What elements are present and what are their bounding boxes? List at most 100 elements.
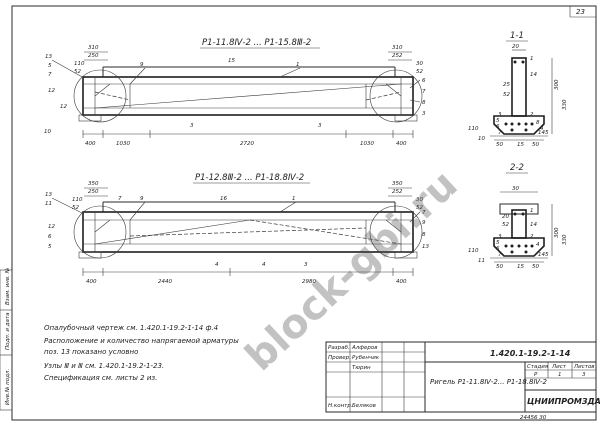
sec2-label: 4 (536, 242, 540, 248)
sec1-label: 110 (468, 126, 479, 132)
stamp-label-3: Инв.№ подл. (5, 369, 11, 405)
detail-circle-right-bottom (369, 205, 423, 259)
sec2-label: 110 (468, 248, 479, 254)
stamp-label-2: Подп. и дата (5, 312, 11, 350)
callout: 1 (296, 62, 300, 68)
sec1-label: 6 (496, 124, 500, 130)
sec2-label: 6 (496, 246, 500, 252)
beam-elevation-bottom: Р1-12.8Ⅲ-2 ... Р1-18.8Ⅳ-2 350 250 110 52… (45, 173, 429, 285)
callout: 3 (190, 123, 194, 129)
detail-circle-left-bottom (73, 205, 127, 259)
callout: 3 (422, 111, 426, 117)
dim-top-left-1: 310 (88, 45, 99, 51)
sec1-label: 3 (498, 112, 502, 118)
sec1-label: 15 (517, 142, 524, 148)
callout: 1 (292, 196, 296, 202)
dim-bottom: 1030 (116, 141, 130, 147)
callout: 5 (48, 63, 52, 69)
dim-top-right-2: 252 (392, 53, 403, 59)
sec1-label: 7 (498, 130, 502, 136)
sec2-label: 50 (496, 264, 503, 270)
sec1-label: 300 (554, 79, 560, 90)
callout: 13 (45, 192, 52, 198)
callout: 3 (318, 123, 322, 129)
sec2-label: 11 (478, 258, 485, 264)
callout: 3 (304, 262, 308, 268)
callout: 9 (140, 196, 144, 202)
dim-bottom: 400 (396, 279, 407, 285)
sec2-label: 20 (502, 214, 509, 220)
callout: 12 (48, 224, 55, 230)
dim-top-left-2: 250 (88, 53, 99, 59)
callout: 16 (220, 196, 227, 202)
dim-bot-left-2: 250 (88, 189, 99, 195)
section-1-title: 1-1 (510, 31, 524, 41)
dim-bottom: 1030 (360, 141, 374, 147)
sig-name: Тюрин (352, 365, 371, 371)
section-2-title: 2-2 (510, 163, 524, 173)
document-name: Ригель Р1-11.8Ⅳ-2... Р1-18.8Ⅳ-2 (430, 378, 547, 386)
sec2-label: 15 (517, 264, 524, 270)
sig-name: Беляков (352, 403, 376, 409)
sec2-label: 330 (562, 234, 568, 245)
sec2-label: 2 (530, 234, 534, 240)
sec1-label: 5 (496, 118, 500, 124)
view-bottom-title: Р1-12.8Ⅲ-2 ... Р1-18.8Ⅳ-2 (195, 173, 304, 183)
sec1-label: 2 (530, 112, 534, 118)
callout: 10 (44, 129, 51, 135)
dim-bot-right-4: 52 (416, 205, 423, 211)
dim-bottom: 400 (396, 141, 407, 147)
dim-bottom: 400 (86, 279, 97, 285)
dim-bot-right-3: 30 (416, 197, 423, 203)
document-code: 1.420.1-19.2-1-14 (490, 349, 571, 358)
sec1-label: 14 (530, 72, 537, 78)
sec1-label: 52 (503, 92, 510, 98)
note-line-1: Опалубочный чертеж см. 1.420.1-19.2-1-14… (44, 324, 218, 332)
note-line-4: Узлы Ⅲ и Ⅲ см. 1.420.1-19.2-1-23. (44, 362, 164, 370)
sec2-label: 1 (530, 208, 534, 214)
sig-name: Алферов (351, 345, 377, 351)
callout: 12 (48, 88, 55, 94)
sheet-header: Лист (551, 364, 567, 370)
callout: 4 (215, 262, 219, 268)
sec2-label: 3 (498, 234, 502, 240)
dim-bot-left-4: 52 (72, 205, 79, 211)
title-block: 1.420.1-19.2-1-14 Ригель Р1-11.8Ⅳ-2... Р… (325, 341, 600, 413)
sec1-label: 20 (512, 44, 519, 50)
sig-role: Н.контр. (328, 403, 353, 409)
dim-bot-right-2: 252 (392, 189, 403, 195)
callout: 9 (422, 220, 426, 226)
note-line-5: Спецификация см. листы 2 из. (44, 374, 157, 382)
detail-circle-left-top (73, 69, 127, 123)
dim-bot-right-1: 350 (392, 181, 403, 187)
organization: ЦНИИПРОМЗДАНИЙ (527, 395, 600, 406)
callout: 5 (48, 244, 52, 250)
left-stamp-strip: Взам. инв. № Подп. и дата Инв.№ подл. (0, 267, 13, 411)
callout: 8 (422, 232, 426, 238)
sig-role: Провер. (328, 355, 351, 361)
dim-bottom: 2440 (158, 279, 172, 285)
sec2-label: 50 (532, 264, 539, 270)
sheets-header: Листов (573, 364, 595, 370)
callout: 7 (118, 196, 122, 202)
dim-top-right-4: 52 (416, 69, 423, 75)
stage-value: Р (534, 372, 538, 378)
beam-bottom-outline (82, 211, 414, 253)
section-2-2: 2-2 30 20 300 52 330 50 15 50 11 1 14 2 … (468, 163, 568, 270)
sec1-label: 145 (538, 130, 549, 136)
bottom-code: 24456 30 (520, 415, 547, 421)
dim-bot-left-1: 350 (88, 181, 99, 187)
sec2-label: 145 (538, 252, 549, 258)
sig-role: Разраб. (328, 345, 350, 351)
dim-bottom: 2980 (302, 279, 316, 285)
callout: 15 (228, 58, 235, 64)
sec1-label: 8 (536, 120, 540, 126)
dim-bottom: 400 (85, 141, 96, 147)
sheet-frame (11, 5, 597, 421)
sec1-label: 25 (503, 82, 510, 88)
callout: 4 (262, 262, 266, 268)
callout: 6 (422, 78, 426, 84)
sec2-label: 52 (502, 222, 509, 228)
callout: 7 (422, 89, 426, 95)
